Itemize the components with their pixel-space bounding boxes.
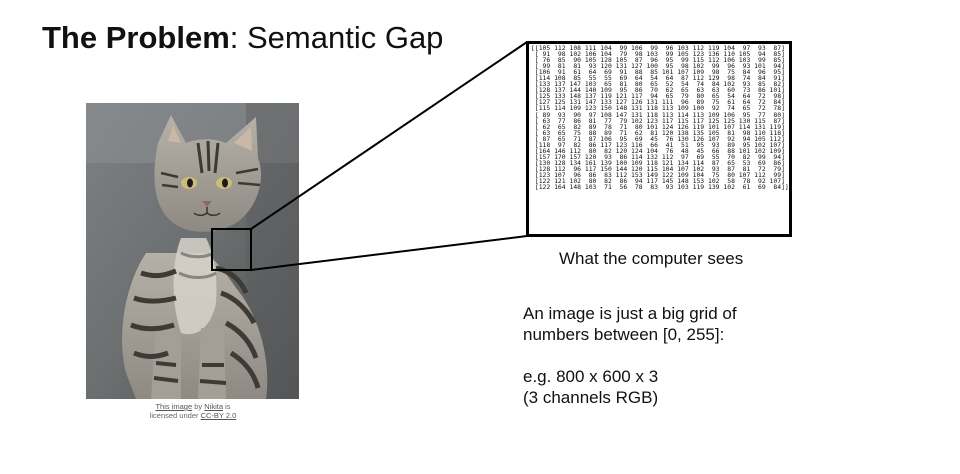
credit-licensed: licensed under: [149, 411, 201, 420]
pixel-grid-row: [ 87 65 71 87 106 95 69 45 76 130 126 10…: [531, 134, 785, 143]
pixel-grid-row: [[105 112 108 111 104 99 106 99 96 103 1…: [531, 44, 785, 52]
zoom-region-box: [211, 228, 252, 271]
pixel-grid-row: [122 121 102 80 82 86 94 117 145 148 153…: [531, 177, 785, 186]
pixel-grid-row: [122 164 148 103 71 56 78 83 93 103 119 …: [531, 183, 789, 192]
grid-caption: What the computer sees: [559, 249, 744, 268]
page-title: The Problem: Semantic Gap: [42, 18, 443, 58]
pixel-grid-row: [115 114 109 123 150 148 131 118 113 109…: [531, 104, 785, 113]
pixel-grid-row: [ 63 77 86 81 77 79 102 123 117 115 117 …: [531, 116, 785, 125]
pixel-grid-row: [ 76 85 90 105 128 105 87 96 95 99 115 1…: [531, 56, 785, 65]
description-text: An image is just a big grid of numbers b…: [523, 303, 737, 408]
pixel-grid-row: [ 99 81 81 93 120 131 127 100 95 98 102 …: [531, 62, 785, 71]
pixel-grid-row: [123 107 96 86 83 112 153 149 122 109 10…: [531, 170, 785, 179]
pixel-grid-row: [164 146 112 80 82 120 124 104 76 48 45 …: [531, 146, 785, 155]
pixel-grid-row: [125 133 148 137 119 121 117 94 65 79 80…: [531, 92, 785, 101]
credit-is: is: [223, 402, 231, 411]
pixel-grid-row: [ 63 65 75 88 89 71 62 81 120 138 135 10…: [531, 128, 785, 137]
title-rest: : Semantic Gap: [229, 20, 444, 55]
credit-license-link[interactable]: CC-BY 2.0: [200, 411, 237, 420]
pixel-grid-row: [ 91 98 102 106 104 79 98 103 99 105 123…: [531, 50, 785, 59]
pixel-grid-row: [127 125 131 147 133 127 126 131 111 96 …: [531, 98, 785, 107]
pixel-grid-row: [157 170 157 120 93 86 114 132 112 97 69…: [531, 152, 785, 161]
pixel-grid-row: [130 128 134 161 139 100 109 118 121 134…: [531, 158, 785, 167]
credit-image-link[interactable]: This image: [155, 402, 193, 411]
pixel-grid-row: [128 137 144 140 109 95 86 70 62 65 63 6…: [531, 86, 785, 95]
image-credit: This image by Nikita is licensed under C…: [120, 402, 266, 420]
pixel-grid-row: [ 89 93 90 97 108 147 131 118 113 114 11…: [531, 110, 785, 119]
description-line-2: numbers between [0, 255]:: [523, 325, 725, 344]
credit-by: by: [192, 402, 205, 411]
title-bold: The Problem: [42, 20, 230, 55]
pixel-value-grid: [[105 112 108 111 104 99 106 99 96 103 1…: [526, 41, 792, 237]
pixel-grid-row: [128 112 96 117 150 144 120 115 104 107 …: [531, 164, 785, 173]
pixel-grid-row: [ 62 65 82 89 78 71 80 101 124 126 119 1…: [531, 122, 785, 131]
credit-author-link[interactable]: Nikita: [204, 402, 224, 411]
description-line-1: An image is just a big grid of: [523, 304, 737, 323]
pixel-grid-row: [106 91 61 64 69 91 88 85 101 107 109 98…: [531, 68, 785, 77]
example-line-1: e.g. 800 x 600 x 3: [523, 367, 659, 386]
pixel-grid-row: [118 97 82 86 117 123 116 66 41 51 95 93…: [531, 140, 785, 149]
pixel-grid-row: [114 108 85 55 55 69 64 54 64 87 112 129…: [531, 74, 785, 83]
pixel-grid-row: [133 137 147 103 65 81 80 65 52 54 74 84…: [531, 80, 785, 89]
pixel-value-text: [[105 112 108 111 104 99 106 99 96 103 1…: [529, 44, 789, 192]
cat-photo: [86, 103, 299, 399]
example-line-2: (3 channels RGB): [523, 388, 659, 407]
